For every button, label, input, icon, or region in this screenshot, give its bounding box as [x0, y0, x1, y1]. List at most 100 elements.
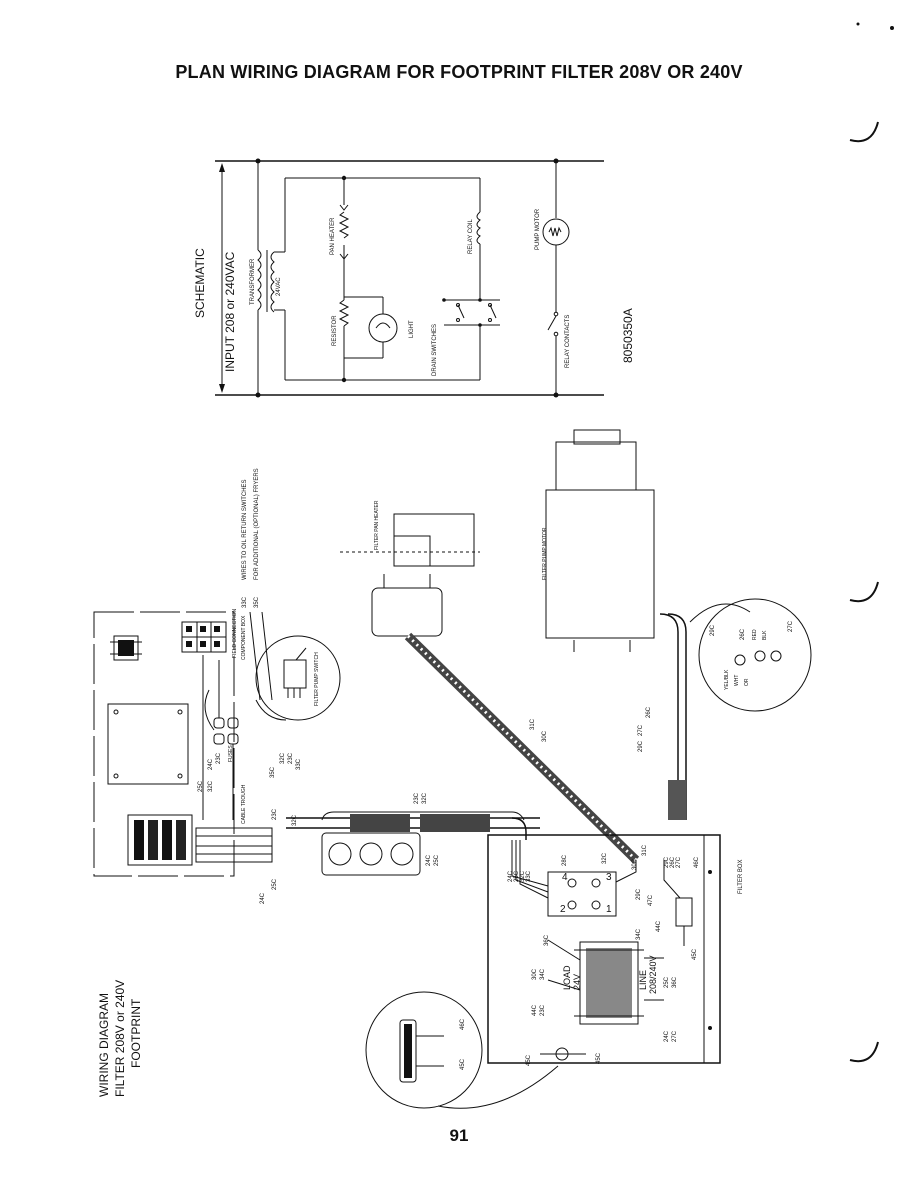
wire-label: 32C	[520, 870, 526, 882]
wire-label: 46C	[694, 856, 700, 868]
wire-label: 25C	[664, 976, 670, 988]
cable-trough-label: CABLE TROUGH	[241, 784, 247, 824]
corner-mark	[890, 26, 894, 30]
wire-label: 45C	[526, 1054, 532, 1066]
line-voltage: 208/240V	[648, 955, 658, 994]
wire-label: 34C	[540, 968, 546, 980]
filter-pump-motor-label: FILTER PUMP MOTOR	[542, 527, 548, 580]
relay-terminal-4: 4	[562, 872, 568, 883]
line-label: LINE	[638, 970, 648, 990]
wiring-heading-line1: WIRING DIAGRAM	[97, 993, 111, 1097]
filter-pan-heater: FILTER PAN HEATER	[340, 500, 640, 864]
wire-label: 32C	[422, 792, 428, 804]
motor-wire-red: RED	[752, 629, 758, 640]
wire-label: 25C	[434, 854, 440, 866]
component-box-wire-labels: 24C 25C 23C 32C 35C 32C 23C 33C 24C 23C …	[198, 752, 302, 904]
motor-wire-27c: 27C	[788, 620, 794, 632]
wire-label: 45C	[596, 1052, 602, 1064]
resistor-label: RESISTOR	[332, 315, 338, 346]
wire-label: 47C	[648, 894, 654, 906]
wire-label: 45C	[692, 948, 698, 960]
corner-mark	[856, 22, 860, 26]
wire-label: 32C	[280, 752, 286, 764]
wire-label: 33C	[526, 870, 532, 882]
wire-label: 30C	[532, 968, 538, 980]
motor-wire-or: OR	[744, 678, 750, 686]
load-voltage: 24V	[572, 974, 582, 990]
wire-label: 24C	[208, 758, 214, 770]
schematic-heading: SCHEMATIC	[193, 248, 207, 318]
field-connection-label: FIELD CONNECTION	[232, 608, 238, 658]
wire-label: 23C	[414, 792, 420, 804]
wire-label: 24C	[508, 870, 514, 882]
motor-wire-26c: 26C	[740, 628, 746, 640]
wire-label: 36C	[544, 934, 550, 946]
wire-label: 28C	[562, 854, 568, 866]
wire-label: 45C	[460, 1058, 466, 1070]
wire-label: 24C	[260, 892, 266, 904]
component-box: FIELD CONNECTION COMPONENT BOX FUSES CAB…	[93, 608, 273, 877]
filter-pump-switch: FILTER PUMP SWITCH	[249, 611, 341, 721]
conduit-horizontal	[286, 814, 540, 840]
wire-label: 31C	[530, 718, 536, 730]
switch-detail: 46C 45C	[365, 991, 559, 1109]
wire-label: 46C	[460, 1018, 466, 1030]
wire-label: 32C	[292, 814, 298, 826]
relay-terminal-3: 3	[606, 872, 612, 883]
motor-wire-yelblk: YEL/BLK	[724, 669, 730, 690]
page-title: PLAN WIRING DIAGRAM FOR FOOTPRINT FILTER…	[175, 62, 743, 82]
page-number: 91	[449, 1126, 469, 1145]
wire-label: 29C	[636, 888, 642, 900]
wire-label: 26C	[670, 856, 676, 868]
filter-pump-motor: FILTER PUMP MOTOR	[542, 429, 687, 820]
wiring-heading-line2: FILTER 208V or 240V	[113, 980, 127, 1097]
wire-label: 29C	[638, 740, 644, 752]
wire-label: 23C	[272, 808, 278, 820]
wire-label: 30C	[632, 858, 638, 870]
schematic-input-label: INPUT 208 or 240VAC	[223, 251, 237, 372]
wire-label: 24C	[664, 1030, 670, 1042]
relay-contacts-label: RELAY CONTACTS	[565, 315, 571, 368]
filter-box-label: FILTER BOX	[738, 859, 744, 894]
wire-label: 25C	[198, 780, 204, 792]
motor-wire-29c: 29C	[710, 624, 716, 636]
wire-label: 23C	[216, 752, 222, 764]
corner-mark	[849, 1041, 879, 1063]
filter-pan-heater-label: FILTER PAN HEATER	[374, 500, 380, 550]
wire-label: 27C	[676, 856, 682, 868]
wire-label: 26C	[646, 706, 652, 718]
oil-return-note-1: WIRES TO OIL RETURN SWITCHES	[242, 479, 248, 580]
relay-terminal-2: 2	[560, 904, 566, 915]
relay-coil-label: RELAY COIL	[468, 219, 474, 254]
part-number: 8050350A	[621, 308, 635, 363]
wire-label: 30C	[542, 730, 548, 742]
component-box-label: COMPONENT BOX	[241, 615, 247, 660]
wire-label: 32C	[208, 780, 214, 792]
wiring-heading: WIRING DIAGRAM FILTER 208V or 240V FOOTP…	[97, 980, 143, 1097]
schematic: SCHEMATIC INPUT 208 or 240VAC TRANSFORME…	[193, 158, 635, 398]
control-panel-block	[321, 811, 525, 876]
motor-terminal-detail: 26C 29C 27C RED BLK WHT YEL/BLK OR	[689, 598, 812, 712]
oil-return-wire-35c: 35C	[254, 596, 260, 608]
load-label: LOAD	[562, 965, 572, 990]
pan-heater-label: PAN HEATER	[330, 217, 336, 255]
wire-label: 24C	[426, 854, 432, 866]
wire-label: 31C	[642, 844, 648, 856]
wire-label: 27C	[638, 724, 644, 736]
motor-wire-wht: WHT	[734, 675, 740, 686]
wire-label: 23C	[540, 1004, 546, 1016]
relay-terminal-1: 1	[606, 904, 612, 915]
wire-label: 23C	[288, 752, 294, 764]
corner-mark	[849, 581, 879, 603]
wiring-heading-line3: FOOTPRINT	[129, 998, 143, 1068]
secondary-label: 24VAC	[276, 277, 282, 296]
wire-label: 36C	[672, 976, 678, 988]
wire-label: 25C	[514, 870, 520, 882]
corner-mark	[849, 121, 879, 143]
wire-label: 32C	[602, 852, 608, 864]
filter-box-wire-labels: 24C 25C 32C 33C 28C 32C 30C 31C 29C 26C …	[508, 844, 700, 1066]
wire-label: 25C	[272, 878, 278, 890]
wire-label: 27C	[672, 1030, 678, 1042]
pump-motor-label: PUMP MOTOR	[535, 208, 541, 250]
